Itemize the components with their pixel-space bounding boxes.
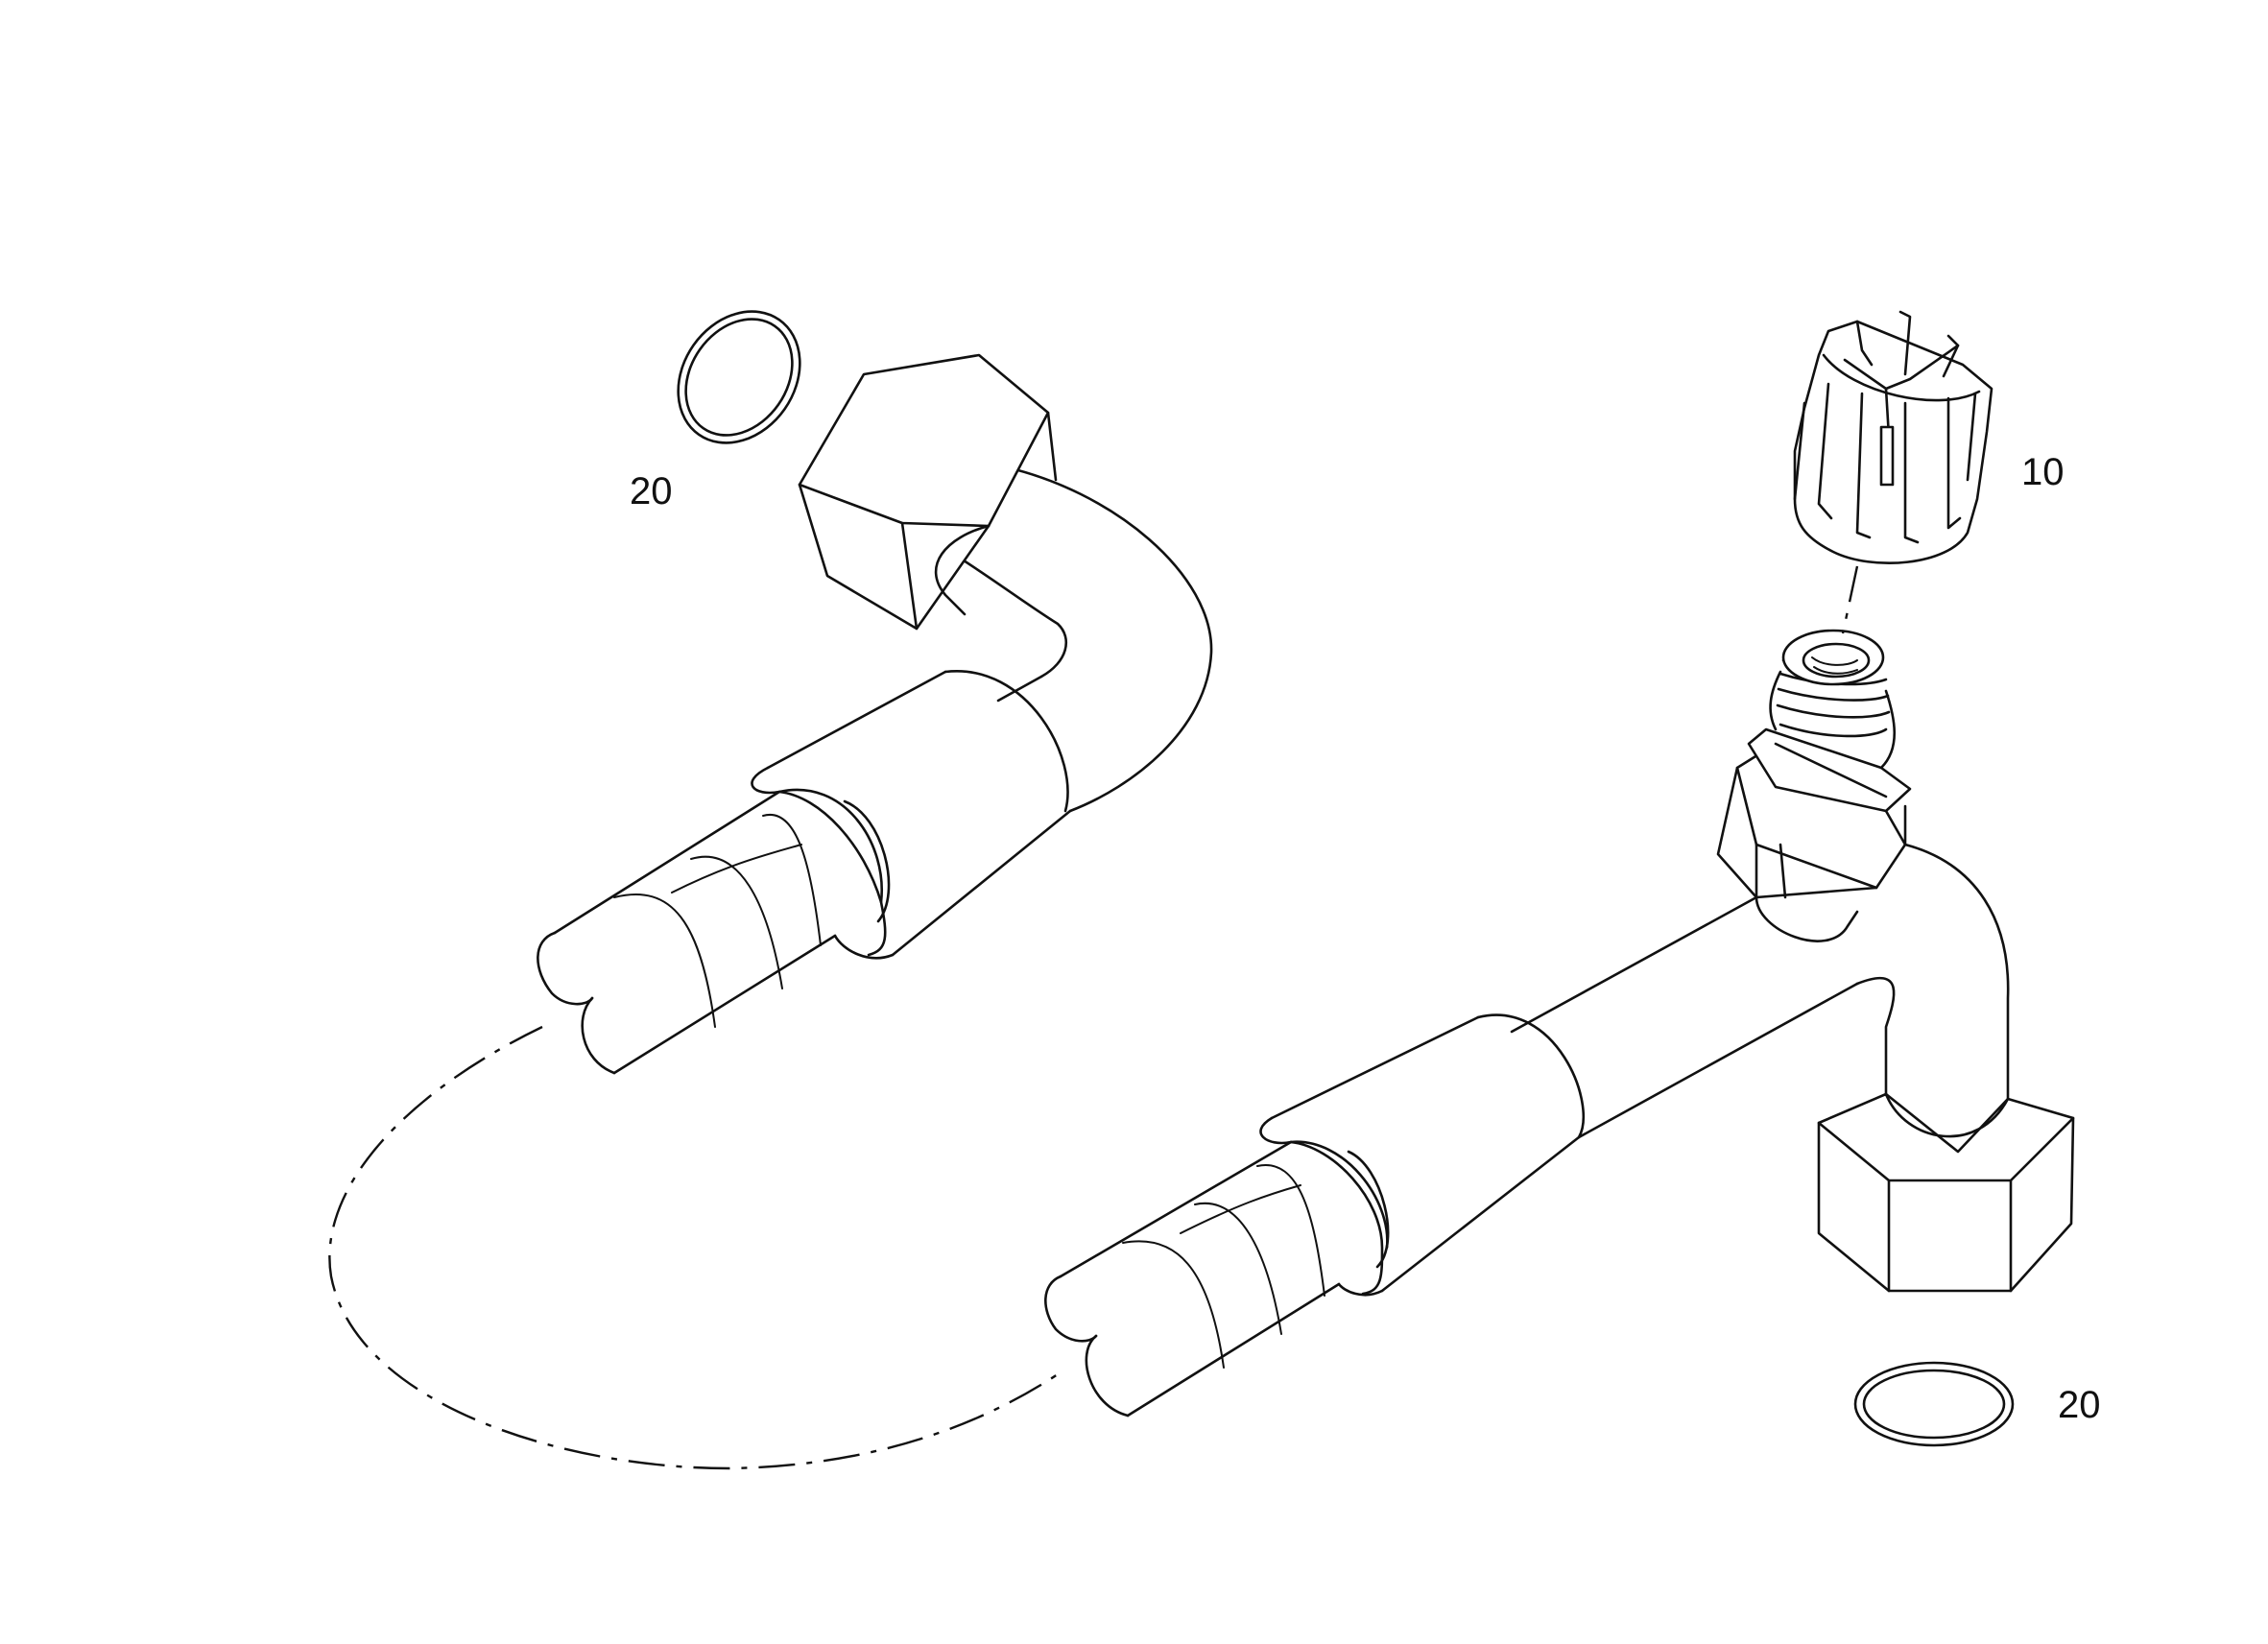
- left-bent-tube: [948, 464, 1213, 813]
- right-hose-assembly: [1044, 565, 2075, 1418]
- oring-bottom-right: [1853, 1361, 2015, 1447]
- right-service-port: [1716, 727, 1912, 942]
- left-ferrule: [751, 670, 1072, 960]
- left-hex-nut: [798, 353, 1058, 631]
- service-cap-icon: [1793, 310, 1993, 564]
- callout-oring-bottom-right: 20: [2058, 1384, 2101, 1426]
- oring-top-left: [677, 310, 801, 444]
- hose-continuation-line: [328, 1025, 1062, 1470]
- right-hex-nut: [1817, 1092, 2075, 1293]
- schrader-valve-thread: [1769, 629, 1897, 770]
- left-hose-assembly: [328, 353, 1213, 1470]
- callout-service-cap: 10: [2021, 451, 2065, 493]
- right-braided-hose: [1044, 1140, 1341, 1418]
- cap-alignment-line: [1841, 565, 1859, 634]
- callout-oring-top-left: 20: [630, 470, 673, 512]
- left-braided-hose: [537, 790, 837, 1075]
- right-ferrule: [1259, 1013, 1585, 1297]
